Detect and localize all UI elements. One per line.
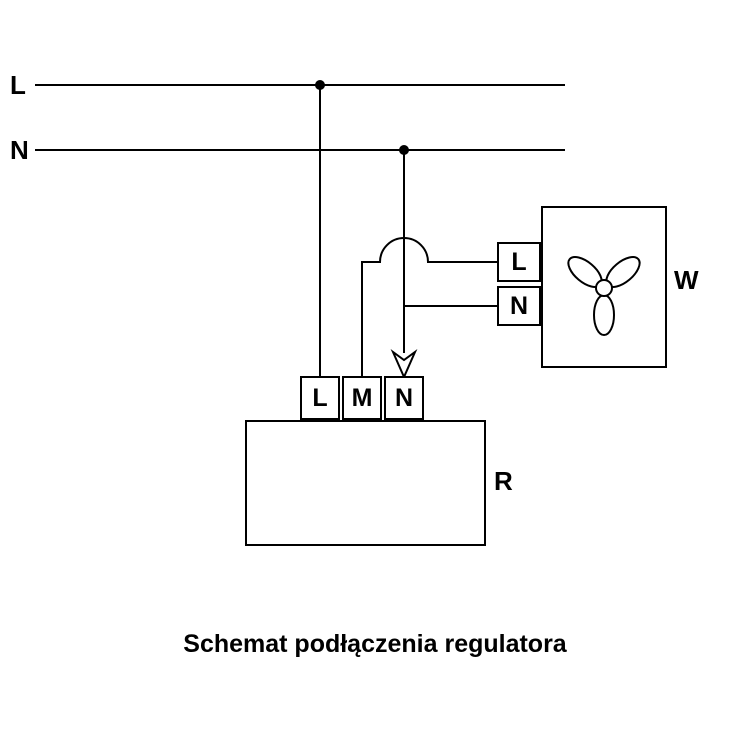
fan-label: W xyxy=(674,265,699,295)
regulator-box xyxy=(245,420,486,546)
fan-blade-bottom xyxy=(593,294,615,336)
regulator-terminal-m-label: M xyxy=(351,383,373,412)
regulator-terminal-l-label: L xyxy=(312,383,328,412)
fan-hub xyxy=(595,279,613,297)
diagram-caption: Schemat podłączenia regulatora xyxy=(183,630,567,658)
wire-m-to-fan-l xyxy=(361,237,497,376)
regulator-terminal-m: M xyxy=(342,376,382,420)
fan-box xyxy=(541,206,667,368)
regulator-terminal-n: N xyxy=(384,376,424,420)
mains-n-label: N xyxy=(10,135,29,165)
regulator-label: R xyxy=(494,466,513,496)
fan-terminal-l: L xyxy=(497,242,541,282)
fan-terminal-n: N xyxy=(497,286,541,326)
mains-l-label: L xyxy=(10,70,26,100)
wire-n-arrow-icon xyxy=(390,349,418,380)
fan-terminal-l-label: L xyxy=(511,247,527,276)
fan-icon xyxy=(567,256,641,336)
regulator-terminal-n-label: N xyxy=(394,383,414,412)
regulator-terminal-l: L xyxy=(300,376,340,420)
fan-terminal-n-label: N xyxy=(509,291,529,320)
